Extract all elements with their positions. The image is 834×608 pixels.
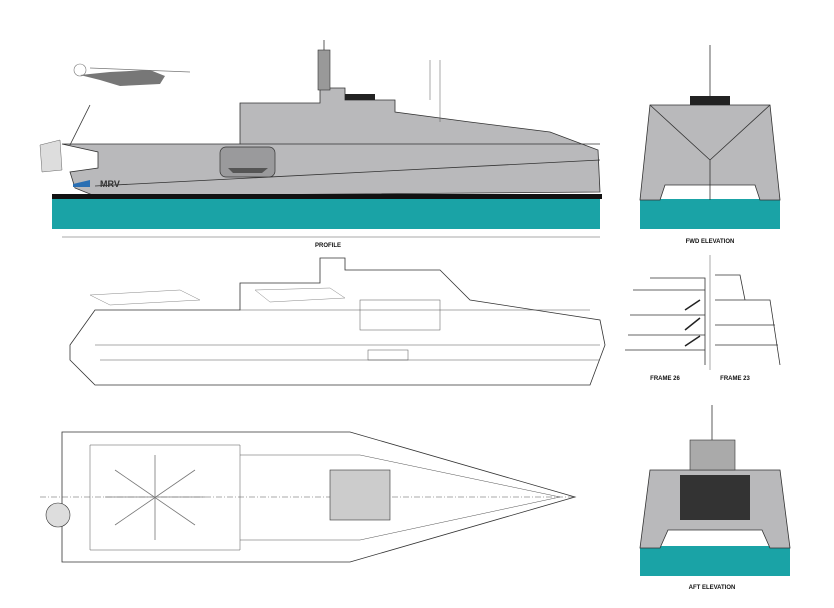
bridge-windows xyxy=(345,94,375,100)
fwd-elevation-view: FWD ELEVATION xyxy=(639,45,781,245)
hull-superstructure xyxy=(61,87,601,197)
frame-23-label: FRAME 23 xyxy=(720,376,750,382)
frame-26-label: FRAME 26 xyxy=(650,376,680,382)
aft-elevation-label: AFT ELEVATION xyxy=(689,585,736,591)
inboard-profile-view xyxy=(69,257,606,386)
keel-line xyxy=(52,194,602,199)
aft-elevation-view: AFT ELEVATION xyxy=(639,405,791,591)
waterline-band xyxy=(52,199,600,229)
helicopter-plan-icon xyxy=(105,455,205,540)
logo-icon xyxy=(73,180,90,187)
profile-view-label: PROFILE xyxy=(315,243,341,249)
ship-name-label: MRV xyxy=(100,179,120,189)
rib-boat xyxy=(228,168,268,173)
mast xyxy=(317,49,331,91)
plan-view xyxy=(40,431,577,563)
helicopter-icon xyxy=(73,63,191,86)
profile-view: MRV PROFILE xyxy=(39,40,602,249)
frame-sections-view: FRAME 26 FRAME 23 xyxy=(625,255,781,382)
fwd-elevation-label: FWD ELEVATION xyxy=(686,239,735,245)
crane xyxy=(39,139,63,173)
